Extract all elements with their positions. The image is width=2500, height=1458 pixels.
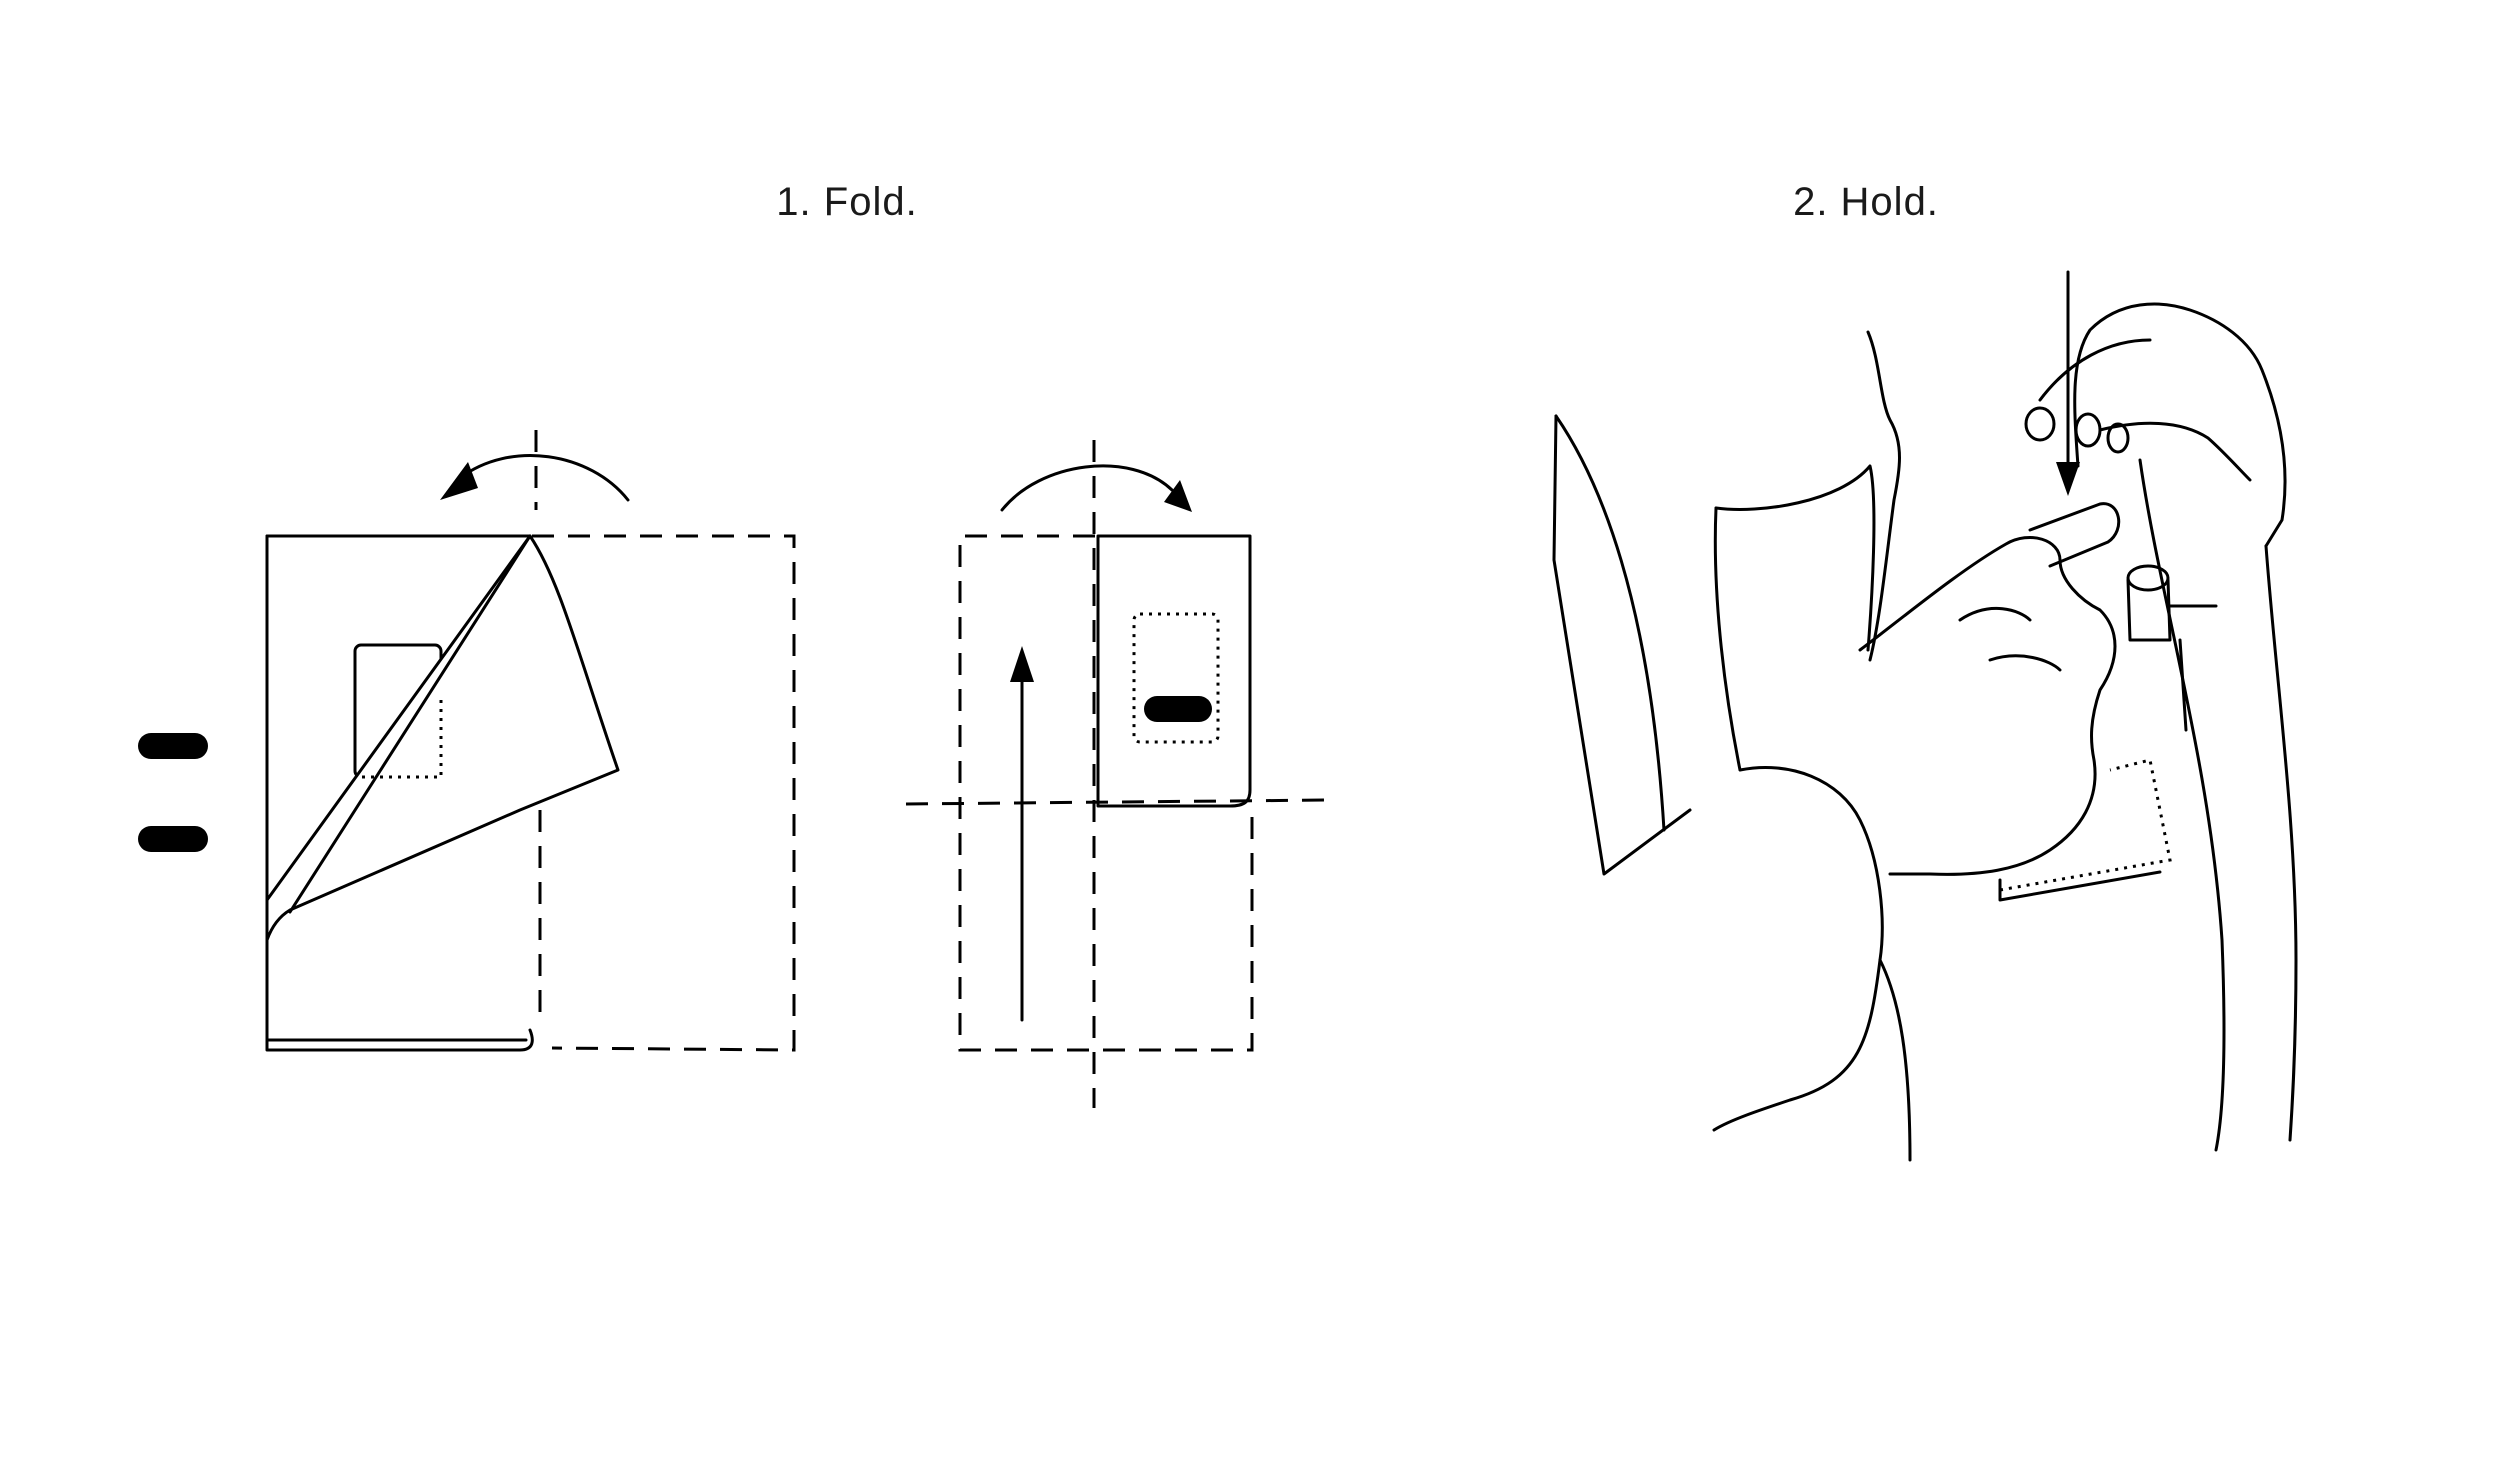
curved-arrow-left-icon	[440, 454, 630, 502]
arrow-up-icon	[1010, 646, 1034, 1022]
step-1-title: 1. Fold.	[776, 180, 918, 224]
hold-illustration	[1552, 270, 2298, 1162]
fold-panel-second	[905, 440, 1331, 1108]
equals-sign-icon	[138, 733, 208, 852]
curved-arrow-right-icon	[1000, 464, 1192, 512]
arrow-down-icon	[2056, 270, 2080, 496]
step-2-title: 2. Hold.	[1793, 180, 1939, 224]
fold-panel-first	[265, 430, 796, 1052]
